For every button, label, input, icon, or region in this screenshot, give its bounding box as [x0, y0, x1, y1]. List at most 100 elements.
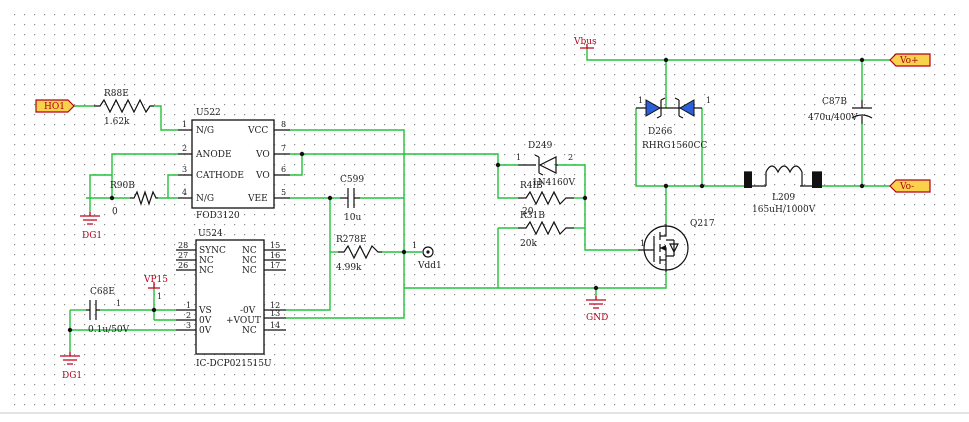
u524-pin-3-name: 0V: [199, 326, 212, 336]
port-vo-minus[interactable]: Vo-: [889, 179, 931, 193]
u522-pin-6-name: VO: [255, 171, 270, 181]
junctions: [67, 57, 865, 333]
u524-pin-12-name: -0V: [240, 306, 256, 316]
u524-pin-1: 1: [186, 301, 191, 310]
u522-pin-4: 4: [182, 188, 187, 197]
u524-pin-28-name: SYNC: [199, 246, 226, 256]
u524-ref: U524: [198, 229, 223, 239]
resistor-r4ib[interactable]: R4IB 20: [518, 181, 574, 217]
r4ib-value: 20: [522, 207, 534, 217]
r88e-ref: R88E: [104, 89, 129, 99]
port-vo-minus-label: Vo-: [899, 182, 914, 192]
u524-pin-14-name: NC: [242, 326, 257, 336]
diode-d249[interactable]: D249 1N4160V 1 2: [516, 141, 576, 188]
d249-value: 1N4160V: [532, 178, 576, 188]
c68e-pin-number: 1: [116, 299, 121, 308]
r278e-ref: R278E: [336, 235, 367, 245]
q217-ref: Q217: [690, 219, 715, 229]
resistor-r31b[interactable]: R31B 20k: [518, 211, 574, 249]
c87b-value: 470u/400V: [808, 113, 858, 123]
u524-pin-28: 28: [178, 241, 188, 250]
port-vo-plus[interactable]: Vo+: [889, 53, 931, 67]
dg1-a-label: DG1: [82, 231, 102, 241]
resistor-r278e[interactable]: R278E 4.99k: [336, 235, 382, 273]
r90b-ref: R90B: [110, 181, 135, 191]
vp15-pin-number: 1: [157, 292, 162, 301]
u522-pin-5: 5: [281, 188, 286, 197]
u522-pin-7-name: VO: [255, 150, 270, 160]
u522-pin-2-name: ANODE: [195, 150, 232, 160]
mosfet-q217[interactable]: Q217 1: [638, 219, 715, 272]
diode-d266[interactable]: D266 RHRG1560CC 1 1: [636, 96, 711, 151]
u524-pin-16-name: NC: [242, 256, 257, 266]
u524-pin-13: 13: [270, 309, 280, 318]
port-ho1-label: HO1: [44, 102, 65, 112]
u524-pin-16: 16: [270, 251, 280, 260]
u524-pin-15: 15: [270, 241, 280, 250]
vdd1-label: Vdd1: [417, 261, 442, 271]
u524-pin-2-name: 0V: [199, 316, 212, 326]
gnd-label: GND: [586, 313, 608, 323]
dg1-b-label: DG1: [62, 371, 82, 381]
u524-dcdc-converter[interactable]: U524 IC-DCP021515U 28 27 26 1 2 3 SYNC N…: [176, 229, 286, 369]
u522-pin-8-name: VCC: [247, 126, 268, 136]
inductor-l209[interactable]: L209 165uH/1000V: [744, 165, 822, 215]
u522-pin-6: 6: [281, 165, 286, 174]
u524-part: IC-DCP021515U: [196, 359, 272, 369]
resistor-r90b[interactable]: R90B 0: [110, 181, 158, 217]
r31b-ref: R31B: [520, 211, 545, 221]
u522-pin-3: 3: [182, 165, 187, 174]
l209-value: 165uH/1000V: [752, 205, 816, 215]
u524-pin-26: 26: [178, 261, 188, 270]
capacitor-c599[interactable]: C599 10u: [340, 175, 364, 223]
u522-pin-1-name: N/G: [196, 126, 214, 136]
d249-ref: D249: [528, 141, 553, 151]
l209-ref: L209: [772, 193, 795, 203]
port-ho1[interactable]: HO1: [35, 99, 75, 113]
u522-pin-8: 8: [281, 120, 286, 129]
vp15-label: VP15: [143, 275, 168, 285]
c599-value: 10u: [344, 213, 361, 223]
u522-pin-5-name: VEE: [247, 194, 268, 204]
r278e-value: 4.99k: [336, 263, 362, 273]
u524-pin-12: 12: [270, 301, 280, 310]
u524-pin-27-name: NC: [199, 256, 214, 266]
c68e-ref: C68E: [90, 287, 115, 297]
wires: [69, 48, 890, 352]
d249-pin-left: 1: [516, 153, 521, 162]
u524-pin-17-name: NC: [242, 266, 257, 276]
c87b-ref: C87B: [822, 97, 847, 107]
u522-pin-3-name: CATHODE: [196, 171, 244, 181]
vbus-label: Vbus: [573, 37, 597, 47]
vbus-symbol: Vbus: [573, 37, 597, 49]
d266-pin-right: 1: [706, 96, 711, 105]
capacitor-c87b[interactable]: C87B 470u/400V: [808, 97, 873, 124]
ground-dg1-b: DG1: [60, 352, 82, 381]
u522-pin-1: 1: [182, 120, 187, 129]
ground-dg1-a: DG1: [80, 212, 102, 241]
resistor-r88e[interactable]: R88E 1.62k: [94, 89, 154, 127]
u524-pin-26-name: NC: [199, 266, 214, 276]
port-vo-plus-label: Vo+: [899, 56, 919, 66]
d266-pin-left: 1: [638, 96, 643, 105]
d266-value: RHRG1560CC: [642, 141, 707, 151]
u522-part: FOD3120: [196, 211, 240, 221]
vdd1-symbol: Vdd1 1: [412, 241, 442, 271]
u524-pin-2: 2: [186, 311, 191, 320]
vdd1-pin-number: 1: [412, 241, 417, 250]
u522-pin-4-name: N/G: [196, 194, 214, 204]
c68e-value: 0.1u/50V: [88, 325, 130, 335]
u524-pin-1-name: VS: [198, 306, 212, 316]
u524-pin-3: 3: [186, 321, 191, 330]
q217-pin-number: 1: [640, 239, 645, 248]
u524-pin-27: 27: [178, 251, 188, 260]
r4ib-ref: R4IB: [520, 181, 543, 191]
ground-gnd: GND: [586, 296, 608, 323]
r31b-value: 20k: [520, 239, 537, 249]
capacitor-c68e[interactable]: C68E 0.1u/50V 1: [86, 287, 130, 335]
u522-optocoupler[interactable]: U522 FOD3120 1 2 3 4 N/G ANODE CATHODE N…: [178, 108, 290, 221]
u522-ref: U522: [196, 108, 221, 118]
d266-ref: D266: [648, 127, 673, 137]
